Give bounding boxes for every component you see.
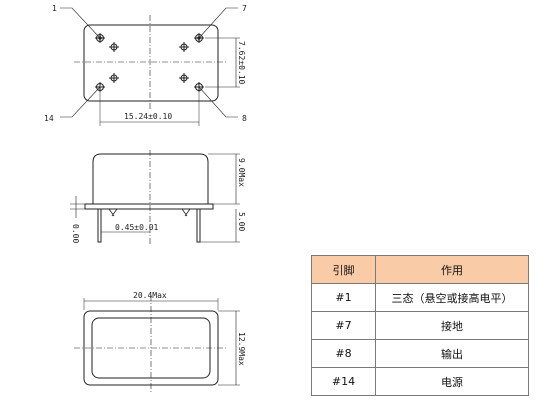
- table-header-function: 作用: [375, 255, 529, 284]
- leader-pin-7: [198, 7, 238, 39]
- table-row: #14 电源: [311, 367, 529, 396]
- table-cell-function: 三态（悬空或接高电平）: [375, 283, 529, 312]
- side-pin-right: [196, 208, 201, 243]
- pin-label-7: 7: [242, 4, 247, 13]
- table-cell-pin: #7: [311, 311, 376, 340]
- table-cell-pin: #14: [311, 367, 376, 396]
- pin-label-1: 1: [52, 4, 57, 13]
- leader-pin-1: [60, 7, 101, 39]
- dim-height: 9.0Max: [237, 158, 246, 187]
- side-pin-left: [97, 208, 102, 243]
- dim-pin-row-spacing: 7.62±0.10: [237, 41, 246, 85]
- dim-length: 20.4Max: [133, 291, 167, 300]
- top-view-body: [83, 24, 219, 102]
- dim-pin-col-spacing: 15.24±0.10: [124, 112, 172, 121]
- dim-width: 12.9Max: [237, 332, 246, 366]
- pin-label-8: 8: [242, 114, 247, 123]
- table-cell-function: 接地: [375, 311, 529, 340]
- dim-standoff: 0.00: [71, 224, 80, 243]
- dim-pin-length: 5.00: [237, 212, 246, 231]
- side-view-base: [84, 203, 214, 210]
- table-header-pin: 引脚: [311, 255, 376, 284]
- side-view: [70, 150, 240, 246]
- leader-pin-8: [198, 86, 238, 118]
- dim-pin-diameter: 0.45±0.01: [115, 223, 159, 232]
- top-view: [60, 7, 240, 126]
- pin-label-14: 14: [44, 114, 54, 123]
- pin-function-table: 引脚 作用 #1 三态（悬空或接高电平） #7 接地 #8 输出 #14 电源: [311, 255, 529, 396]
- table-row: #1 三态（悬空或接高电平）: [311, 283, 529, 312]
- table-cell-function: 电源: [375, 367, 529, 396]
- table-cell-pin: #8: [311, 339, 376, 368]
- table-header-row: 引脚 作用: [311, 255, 529, 284]
- table-cell-pin: #1: [311, 283, 376, 312]
- leader-pin-14: [60, 86, 101, 118]
- bottom-view: [74, 295, 240, 394]
- table-row: #8 输出: [311, 339, 529, 368]
- inner-cross-marks: [109, 42, 189, 83]
- table-cell-function: 输出: [375, 339, 529, 368]
- side-view-can: [92, 153, 209, 204]
- table-row: #7 接地: [311, 311, 529, 340]
